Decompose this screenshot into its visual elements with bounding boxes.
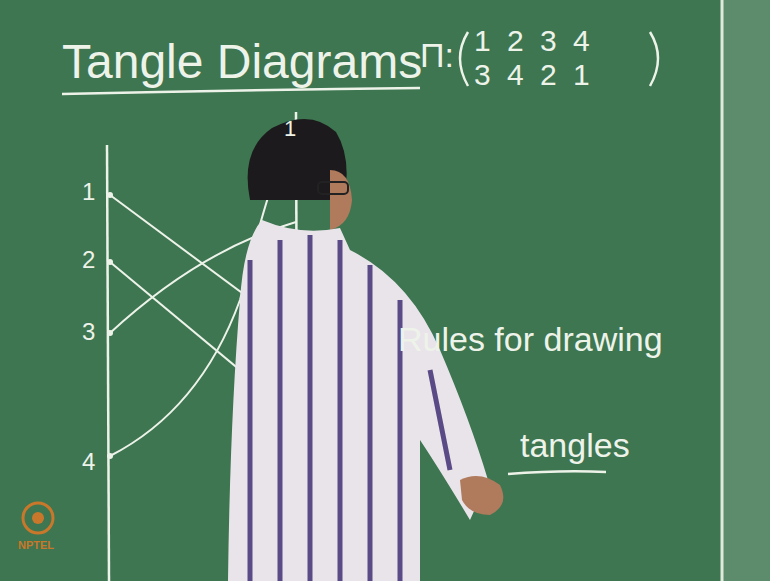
strand-number: 3 — [82, 320, 95, 344]
board-edge — [721, 0, 724, 581]
board-frame — [722, 0, 770, 581]
board-note: tangles — [520, 428, 630, 462]
nptel-emblem — [23, 503, 53, 533]
parenthesis — [460, 32, 468, 86]
board-note: Rules for drawing — [398, 322, 663, 356]
strand-number: 2 — [82, 248, 95, 272]
strand-number: 4 — [82, 450, 95, 474]
permutation-symbol: Π: — [420, 38, 454, 72]
permutation-row: 1 2 3 4 — [474, 26, 590, 56]
parenthesis — [650, 32, 658, 86]
strand-endpoints — [107, 192, 113, 459]
title-underline — [62, 88, 420, 94]
channel-logo: NPTEL — [18, 540, 54, 551]
board-title: Tangle Diagrams — [62, 38, 422, 86]
word-underline — [508, 471, 606, 474]
strand-number: 1 — [284, 118, 296, 140]
board — [0, 0, 722, 581]
strand-number: 1 — [82, 180, 95, 204]
left-axis — [107, 145, 109, 581]
permutation-row: 3 4 2 1 — [474, 60, 590, 90]
